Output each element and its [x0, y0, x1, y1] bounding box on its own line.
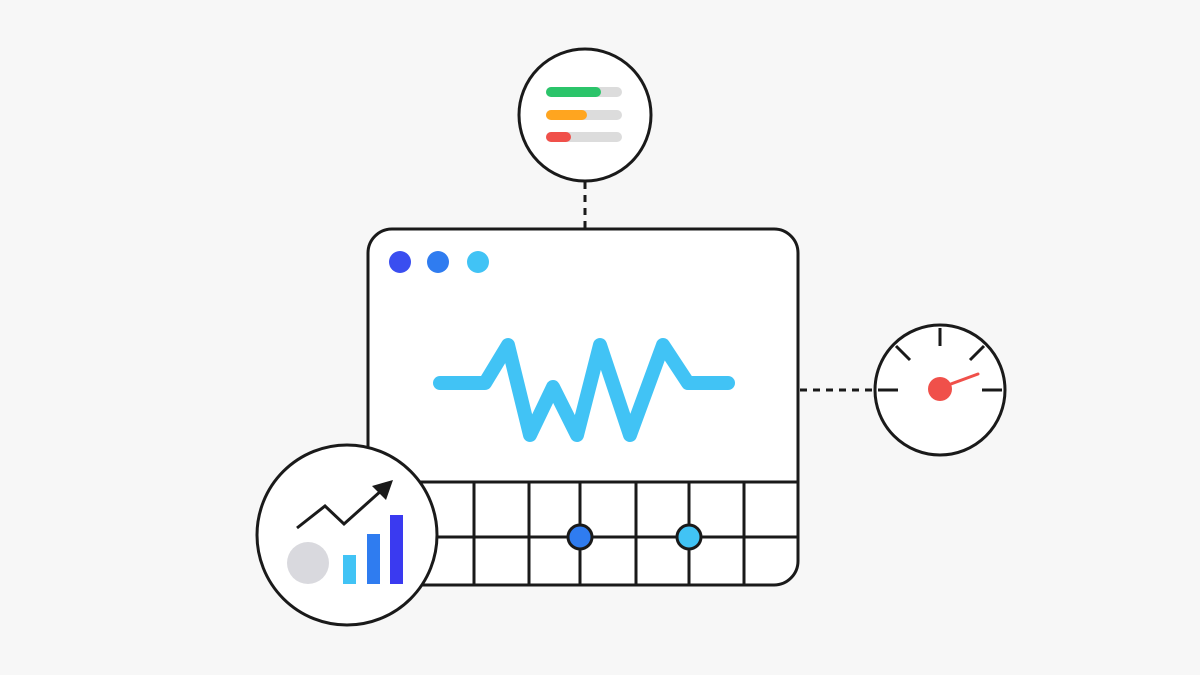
- chart-bar-2: [367, 534, 380, 584]
- grey-circle: [287, 542, 329, 584]
- speedometer-gauge-icon: [873, 323, 1007, 457]
- chart-bar-1: [343, 555, 356, 584]
- chart-bar-3: [390, 515, 403, 584]
- trend-chart-icon: [255, 443, 439, 627]
- grid-node-cyan: [675, 523, 703, 551]
- window-dot-2: [427, 251, 449, 273]
- status-bars-icon: [517, 47, 653, 183]
- waveform-icon: [433, 338, 735, 442]
- grid-node-blue: [566, 523, 594, 551]
- window-dot-1: [389, 251, 411, 273]
- window-dot-3: [467, 251, 489, 273]
